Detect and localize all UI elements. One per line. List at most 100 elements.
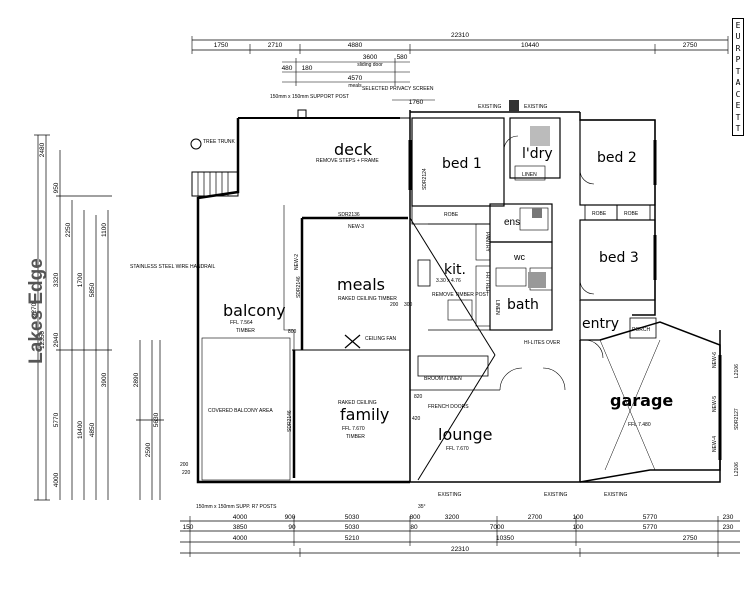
window-l2106-b: L2106 xyxy=(734,462,740,476)
dim-bot-r2-6: 100 xyxy=(573,524,584,531)
room-porch: PORCH xyxy=(632,327,650,333)
dim-220: 220 xyxy=(182,470,191,476)
dim-800: 800 xyxy=(288,329,297,335)
dim-left-2250: 2250 xyxy=(65,222,72,237)
room-bed3: bed 3 xyxy=(599,250,639,266)
dim-top-meals: meals xyxy=(348,83,362,89)
dim-bot-r1-2: 5030 xyxy=(345,514,360,521)
title-block-char: R xyxy=(735,43,741,53)
room-bed2: bed 2 xyxy=(597,150,637,166)
window-sdr2127: SDR2127 xyxy=(734,408,740,430)
window-new6: NEW-6 xyxy=(712,352,718,368)
dim-bot-r1-5: 2700 xyxy=(528,514,543,521)
dim-bot-r1-4: 3200 xyxy=(445,514,460,521)
dim-bot-r1-6: 100 xyxy=(573,514,584,521)
label-kit-size: 3.30 x 4.76 xyxy=(436,278,461,284)
window-sdr2146-b: SDR2146 xyxy=(287,410,293,432)
label-raked-1: RAKED CEILING TIMBER xyxy=(338,296,397,302)
dim-bot-r2-7: 5770 xyxy=(643,524,658,531)
dim-top-2750: 2750 xyxy=(683,42,698,49)
label-covered-balcony: COVERED BALCONY AREA xyxy=(208,408,273,414)
dim-bot-r3-3: 2750 xyxy=(683,535,698,542)
label-existing-1: EXISTING xyxy=(478,104,501,110)
dim-top-4880: 4880 xyxy=(348,42,363,49)
label-privacy: SELECTED PRIVACY SCREEN xyxy=(362,86,434,92)
window-new3: NEW-3 xyxy=(348,224,364,230)
room-wc: wc xyxy=(513,252,525,262)
window-sdr2124: SDR2124 xyxy=(422,168,428,190)
dim-300: 300 xyxy=(404,302,413,308)
dim-top-overall: 22310 xyxy=(451,32,469,39)
title-block-char: C xyxy=(735,89,741,99)
title-block-char: P xyxy=(735,55,741,65)
label-ceiling-fan: CEILING FAN xyxy=(365,336,397,342)
label-existing-3: EXISTING xyxy=(438,492,461,498)
dim-top-1760: 1760 xyxy=(409,99,424,106)
dim-bot-r3-1: 5210 xyxy=(345,535,360,542)
dim-top-480: 480 xyxy=(282,65,293,72)
room-bed1: bed 1 xyxy=(442,156,482,172)
label-ffl-lounge: FFL 7.670 xyxy=(446,446,469,452)
title-block-char: A xyxy=(735,78,741,88)
dim-top-3600: 3600 xyxy=(363,54,378,61)
label-linen-2: LINEN xyxy=(494,300,500,315)
room-meals: meals xyxy=(337,275,385,294)
title-block: E U R P T A C E T T xyxy=(732,18,744,136)
label-robe-1: ROBE xyxy=(444,212,459,218)
label-ffl-balcony: FFL 7.564 xyxy=(230,320,253,326)
dim-bot-r1-0: 4000 xyxy=(233,514,248,521)
dim-left-1700: 1700 xyxy=(77,272,84,287)
label-deck-sub: REMOVE STEPS + FRAME xyxy=(316,158,379,164)
dim-bot-r3-2: 10350 xyxy=(496,535,514,542)
window-new4: NEW-4 xyxy=(712,436,718,452)
window-l2106-a: L2106 xyxy=(734,364,740,378)
room-ldry: l'dry xyxy=(522,146,553,162)
title-block-char: T xyxy=(735,66,741,76)
dim-bot-r1-1: 900 xyxy=(285,514,296,521)
dim-left-3900: 3900 xyxy=(101,372,108,387)
window-sdr2136: SDR2136 xyxy=(338,212,360,218)
title-block-char: T xyxy=(735,123,741,133)
dim-left-10400: 10400 xyxy=(77,421,84,439)
title-block-char: E xyxy=(735,21,741,30)
label-timber-balcony: TIMBER xyxy=(236,328,255,334)
dim-bot-r2-8: 230 xyxy=(723,524,734,531)
dim-bot-r2-2: 90 xyxy=(288,524,296,531)
dim-200-a: 200 xyxy=(180,462,189,468)
dim-bot-r2-1: 3850 xyxy=(233,524,248,531)
label-stainless: STAINLESS STEEL WIRE HANDRAIL xyxy=(130,264,216,270)
dim-left-2940: 2940 xyxy=(53,332,60,347)
room-lounge: lounge xyxy=(438,425,493,444)
dim-left-950: 950 xyxy=(53,182,60,193)
label-existing-5: EXISTING xyxy=(604,492,627,498)
label-fr-ref: FR / REF xyxy=(484,272,490,293)
dim-left-2480: 2480 xyxy=(39,142,46,157)
dim-left-4000: 4000 xyxy=(53,472,60,487)
dim-top-2710: 2710 xyxy=(268,42,283,49)
label-broom-linen: BROOM / LINEN xyxy=(424,376,462,382)
label-timber-2: TIMBER xyxy=(346,434,365,440)
dim-left-5770: 5770 xyxy=(53,412,60,427)
dim-top-10440: 10440 xyxy=(521,42,539,49)
dim-bot-r1-3: 800 xyxy=(410,514,421,521)
dim-bot-r1-7: 5770 xyxy=(643,514,658,521)
window-sdr2146: SDR2146 xyxy=(296,276,302,298)
dim-left-5630: 5630 xyxy=(153,412,160,427)
dim-bot-r2-0: 150 xyxy=(183,524,194,531)
room-kit: kit. xyxy=(444,262,466,278)
title-block-char: E xyxy=(735,101,741,111)
room-deck: deck xyxy=(334,140,373,159)
label-supp-post: 150mm x 150mm SUPP. R7 POSTS xyxy=(196,504,277,510)
label-raked-2: RAKED CEILING xyxy=(338,400,377,406)
title-block-char: U xyxy=(735,32,741,42)
room-garage: garage xyxy=(610,391,673,410)
dim-420: 420 xyxy=(412,416,421,422)
label-french-doors: FRENCH DOORS xyxy=(428,404,469,410)
room-entry: entry xyxy=(582,316,619,332)
label-ffl-garage: FFL 7.480 xyxy=(628,422,651,428)
dim-left-3320: 3320 xyxy=(53,272,60,287)
label-ffl-family: FFL 7.670 xyxy=(342,426,365,432)
dim-top-1750: 1750 xyxy=(214,42,229,49)
